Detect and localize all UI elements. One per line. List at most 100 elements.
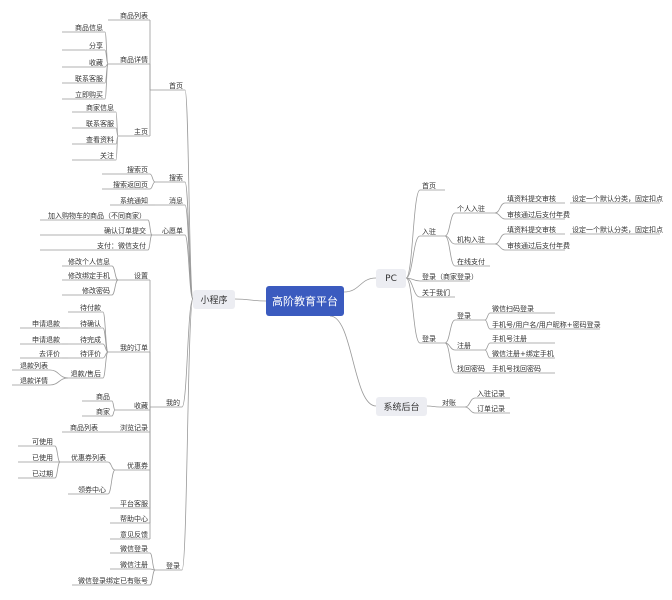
topic-pc[interactable]: PC [376, 269, 406, 288]
node-auth-item[interactable]: 手机号/用户名/用户昵称+密码登录 [492, 321, 601, 329]
connector [494, 212, 506, 220]
connector [464, 406, 476, 414]
node-coupon-list-item[interactable]: 已过期 [32, 470, 53, 478]
node-message[interactable]: 消息 [169, 197, 183, 205]
node-product-detail-item[interactable]: 商品信息 [75, 24, 103, 32]
node-wishlist-item[interactable]: 支付：微信支付 [97, 242, 146, 250]
connector [184, 204, 194, 300]
node-settle-step[interactable]: 审核通过后支付年费 [507, 211, 570, 219]
connector [484, 342, 491, 351]
node-reconcile-item[interactable]: 订单记录 [477, 405, 505, 413]
node-search-item[interactable]: 搜索返回页 [113, 181, 148, 189]
node-order-action[interactable]: 去评价 [39, 350, 60, 358]
node-online-pay[interactable]: 在线支付 [457, 258, 485, 266]
node-auth-group[interactable]: 注册 [457, 342, 471, 350]
node-wishlist[interactable]: 心愿单 [162, 227, 183, 235]
node-support[interactable]: 平台客服 [120, 500, 148, 508]
topic-mini-program[interactable]: 小程序 [193, 290, 235, 309]
node-product-list[interactable]: 商品列表 [120, 12, 148, 20]
node-homepage-item[interactable]: 查看资料 [86, 136, 114, 144]
node-coupon-center[interactable]: 领券中心 [78, 486, 106, 494]
node-login-item[interactable]: 微信登录 [120, 545, 148, 553]
node-settle-type[interactable]: 个人入驻 [457, 205, 485, 213]
node-login-item[interactable]: 微信注册 [120, 561, 148, 569]
node-settle-step[interactable]: 填资料提交审核 [507, 195, 556, 203]
node-settle-step[interactable]: 填资料提交审核 [507, 226, 556, 234]
node-order-status[interactable]: 待完成 [80, 336, 101, 344]
node-order-action[interactable]: 申请退款 [32, 336, 60, 344]
node-order-status[interactable]: 退款/售后 [70, 370, 101, 378]
node-coupon-list-item[interactable]: 已使用 [32, 454, 53, 462]
node-settings-item[interactable]: 修改密码 [82, 287, 110, 295]
node-product-detail-item[interactable]: 分享 [89, 42, 103, 50]
node-auth-item[interactable]: 微信扫码登录 [492, 305, 534, 313]
root-topic[interactable]: 高阶教育平台 [266, 286, 344, 316]
node-order-status[interactable]: 待确认 [80, 320, 101, 328]
node-homepage[interactable]: 主页 [134, 128, 148, 136]
node-auth-group[interactable]: 登录 [457, 312, 471, 320]
connector [49, 369, 69, 379]
node-coupons[interactable]: 优惠券 [127, 462, 148, 470]
node-merchant-login[interactable]: 登录（商家登录） [422, 273, 478, 281]
node-refund-item[interactable]: 退款列表 [20, 362, 48, 370]
node-mine[interactable]: 我的 [166, 399, 180, 407]
node-product-detail[interactable]: 商品详情 [120, 56, 148, 64]
node-order-status[interactable]: 待付款 [80, 304, 101, 312]
connector [444, 342, 456, 374]
node-homepage-item[interactable]: 关注 [100, 152, 114, 160]
node-feedback[interactable]: 意见反馈 [120, 531, 148, 539]
node-settle-note[interactable]: 设定一个默认分类，固定扣点 [572, 226, 663, 234]
node-wishlist-item[interactable]: 确认订单提交 [104, 227, 146, 235]
connector [444, 319, 456, 344]
node-settle-step[interactable]: 审核通过后支付年费 [507, 242, 570, 250]
node-orders[interactable]: 我的订单 [120, 344, 148, 352]
node-about[interactable]: 关于我们 [422, 289, 450, 297]
node-message-item[interactable]: 系统通知 [120, 197, 148, 205]
node-product-detail-item[interactable]: 收藏 [89, 59, 103, 67]
node-auth-item[interactable]: 微信注册+绑定手机 [492, 350, 554, 358]
node-auth-item[interactable]: 手机号注册 [492, 335, 527, 343]
node-favorites-item[interactable]: 商家 [96, 408, 110, 416]
node-auth-group[interactable]: 找回密码 [457, 365, 485, 373]
connector [444, 212, 456, 237]
node-wishlist-item[interactable]: 加入购物车的商品（不同商家） [48, 212, 146, 220]
node-pc-home[interactable]: 首页 [422, 182, 436, 190]
node-auth-item[interactable]: 手机号找回密码 [492, 365, 541, 373]
node-refund-item[interactable]: 退款详情 [20, 377, 48, 385]
node-homepage-item[interactable]: 商家信息 [86, 104, 114, 112]
node-settings-item[interactable]: 修改个人信息 [68, 258, 110, 266]
connector-root-pc [343, 277, 377, 293]
node-login-item[interactable]: 微信登录绑定已有账号 [78, 577, 148, 585]
connector [111, 400, 116, 411]
node-order-action[interactable]: 申请退款 [32, 320, 60, 328]
node-reconcile[interactable]: 对账 [442, 399, 456, 407]
node-coupon-list[interactable]: 优惠券列表 [71, 454, 106, 462]
topic-backend[interactable]: 系统后台 [376, 397, 427, 416]
node-home[interactable]: 首页 [169, 82, 183, 90]
node-coupon-list-item[interactable]: 可使用 [32, 438, 53, 446]
node-settings[interactable]: 设置 [134, 272, 148, 280]
node-product-detail-item[interactable]: 立即购买 [75, 91, 103, 99]
connector [49, 377, 69, 386]
node-product-detail-item[interactable]: 联系客服 [75, 75, 103, 83]
node-login[interactable]: 登录 [166, 562, 180, 570]
node-favorites-item[interactable]: 商品 [96, 393, 110, 401]
node-reconcile-item[interactable]: 入驻记录 [477, 390, 505, 398]
connector [149, 181, 156, 190]
node-settings-item[interactable]: 修改绑定手机 [68, 272, 110, 280]
node-settle-type[interactable]: 机构入驻 [457, 236, 485, 244]
node-history-item[interactable]: 商品列表 [70, 424, 98, 432]
node-pc-auth[interactable]: 登录 [422, 335, 436, 343]
node-homepage-item[interactable]: 联系客服 [86, 120, 114, 128]
connector [405, 277, 421, 298]
connector [484, 319, 491, 330]
node-pc-settle[interactable]: 入驻 [422, 228, 436, 236]
connector [149, 552, 156, 571]
node-order-status[interactable]: 待评价 [80, 350, 101, 358]
node-settle-note[interactable]: 设定一个默认分类，固定扣点 [572, 195, 663, 203]
node-favorites[interactable]: 收藏 [134, 402, 148, 410]
node-history[interactable]: 浏览记录 [120, 424, 148, 432]
node-search-item[interactable]: 搜索页 [127, 166, 148, 174]
node-search[interactable]: 搜索 [169, 174, 183, 182]
node-help[interactable]: 帮助中心 [120, 515, 148, 523]
